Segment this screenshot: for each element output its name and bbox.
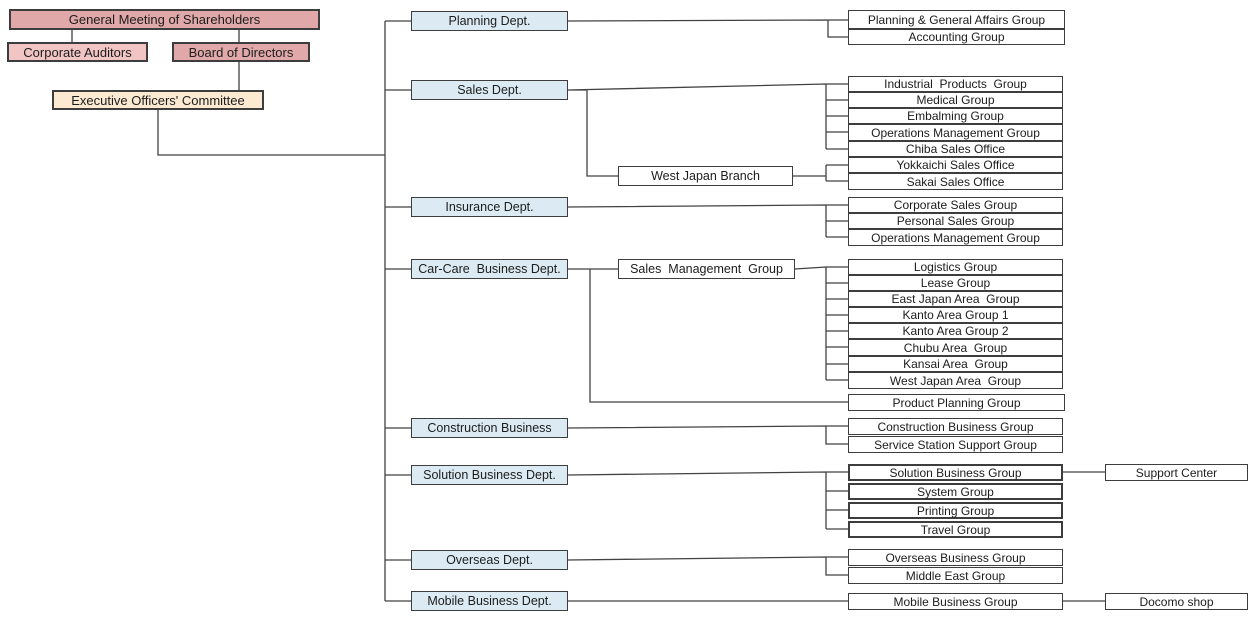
node-mobile-business-group: Mobile Business Group (848, 593, 1063, 610)
node-service-station-support-group: Service Station Support Group (848, 436, 1063, 453)
node-board-of-directors: Board of Directors (172, 42, 310, 62)
node-corporate-sales-group: Corporate Sales Group (848, 197, 1063, 213)
node-west-japan-branch: West Japan Branch (618, 166, 793, 186)
node-overseas-dept: Overseas Dept. (411, 550, 568, 570)
node-embalming-group: Embalming Group (848, 108, 1063, 124)
node-kanto-area-group-2: Kanto Area Group 2 (848, 323, 1063, 339)
node-executive-officers-committee: Executive Officers' Committee (52, 90, 264, 110)
node-yokkaichi-sales-office: Yokkaichi Sales Office (848, 157, 1063, 173)
node-mobile-business-dept: Mobile Business Dept. (411, 591, 568, 611)
node-chiba-sales-office: Chiba Sales Office (848, 141, 1063, 157)
node-accounting-group: Accounting Group (848, 29, 1065, 45)
node-kanto-area-group-1: Kanto Area Group 1 (848, 307, 1063, 323)
node-operations-management-group-sales: Operations Management Group (848, 124, 1063, 141)
node-chubu-area-group: Chubu Area Group (848, 339, 1063, 356)
node-west-japan-area-group: West Japan Area Group (848, 372, 1063, 389)
node-industrial-products-group: Industrial Products Group (848, 76, 1063, 92)
node-kansai-area-group: Kansai Area Group (848, 356, 1063, 372)
node-lease-group: Lease Group (848, 275, 1063, 291)
node-logistics-group: Logistics Group (848, 259, 1063, 275)
node-sales-management-group: Sales Management Group (618, 259, 795, 279)
node-operations-management-group-insurance: Operations Management Group (848, 229, 1063, 246)
node-printing-group: Printing Group (848, 502, 1063, 519)
node-support-center: Support Center (1105, 464, 1248, 481)
node-middle-east-group: Middle East Group (848, 567, 1063, 584)
node-planning-dept: Planning Dept. (411, 11, 568, 31)
node-sakai-sales-office: Sakai Sales Office (848, 173, 1063, 190)
node-east-japan-area-group: East Japan Area Group (848, 291, 1063, 307)
node-solution-business-group: Solution Business Group (848, 464, 1063, 481)
node-corporate-auditors: Corporate Auditors (7, 42, 148, 62)
node-medical-group: Medical Group (848, 92, 1063, 108)
node-general-meeting-of-shareholders: General Meeting of Shareholders (9, 9, 320, 30)
node-solution-business-dept: Solution Business Dept. (411, 465, 568, 485)
node-personal-sales-group: Personal Sales Group (848, 213, 1063, 229)
node-car-care-business-dept: Car-Care Business Dept. (411, 259, 568, 279)
node-sales-dept: Sales Dept. (411, 80, 568, 100)
node-planning-general-affairs-group: Planning & General Affairs Group (848, 10, 1065, 29)
node-insurance-dept: Insurance Dept. (411, 197, 568, 217)
node-travel-group: Travel Group (848, 521, 1063, 538)
node-docomo-shop: Docomo shop (1105, 593, 1248, 610)
node-product-planning-group: Product Planning Group (848, 394, 1065, 411)
node-construction-business: Construction Business (411, 418, 568, 438)
node-system-group: System Group (848, 483, 1063, 500)
node-construction-business-group: Construction Business Group (848, 418, 1063, 435)
node-overseas-business-group: Overseas Business Group (848, 549, 1063, 566)
